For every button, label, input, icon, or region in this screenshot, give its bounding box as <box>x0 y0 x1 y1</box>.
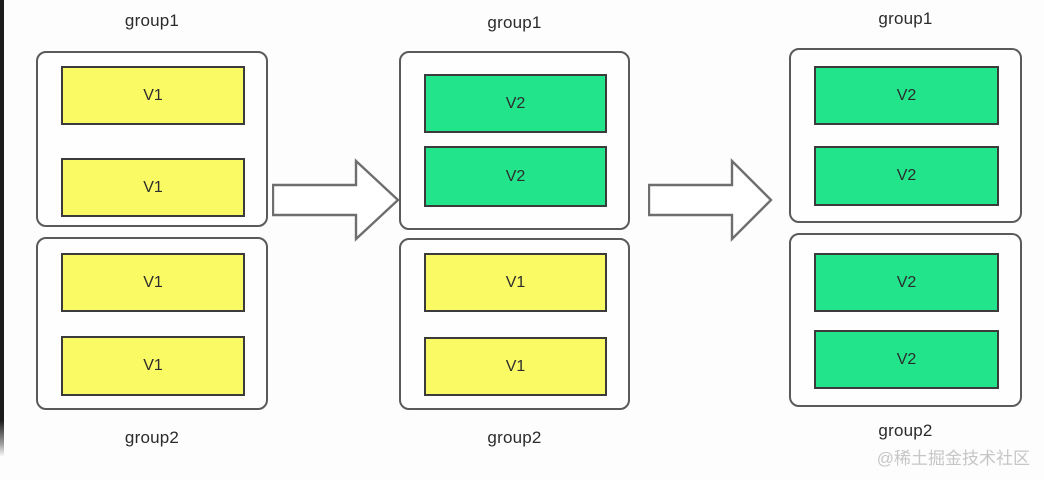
version-box-v2: V2 <box>814 66 999 125</box>
version-box-v1: V1 <box>424 253 607 312</box>
version-box-v1: V1 <box>61 66 245 125</box>
group1-label-col1: group1 <box>124 11 180 30</box>
group1-panel-col3: V2 V2 <box>789 48 1022 223</box>
version-box-v1: V1 <box>61 158 245 217</box>
right-arrow-icon <box>648 158 773 242</box>
right-arrow-icon <box>272 158 400 242</box>
group2-panel-col3: V2 V2 <box>789 233 1022 407</box>
left-edge-line <box>0 0 4 457</box>
group2-label-col2: group2 <box>487 428 542 447</box>
version-box-v2: V2 <box>424 146 607 207</box>
group1-panel-col1: V1 V1 <box>36 51 268 227</box>
version-box-v2: V2 <box>424 74 607 133</box>
version-box-v1: V1 <box>424 337 607 396</box>
group1-label-col2: group1 <box>487 13 542 32</box>
version-box-v2: V2 <box>814 253 999 312</box>
version-box-v2: V2 <box>814 330 999 389</box>
group2-panel-col1: V1 V1 <box>36 237 268 410</box>
group1-label-col3: group1 <box>878 9 933 28</box>
group2-panel-col2: V1 V1 <box>399 238 630 410</box>
group2-label-col1: group2 <box>124 428 180 447</box>
version-box-v1: V1 <box>61 336 245 396</box>
watermark-text: @稀土掘金技术社区 <box>876 449 1030 468</box>
version-box-v1: V1 <box>61 253 245 312</box>
version-box-v2: V2 <box>814 146 999 206</box>
group1-panel-col2: V2 V2 <box>399 51 630 230</box>
group2-label-col3: group2 <box>878 421 933 440</box>
